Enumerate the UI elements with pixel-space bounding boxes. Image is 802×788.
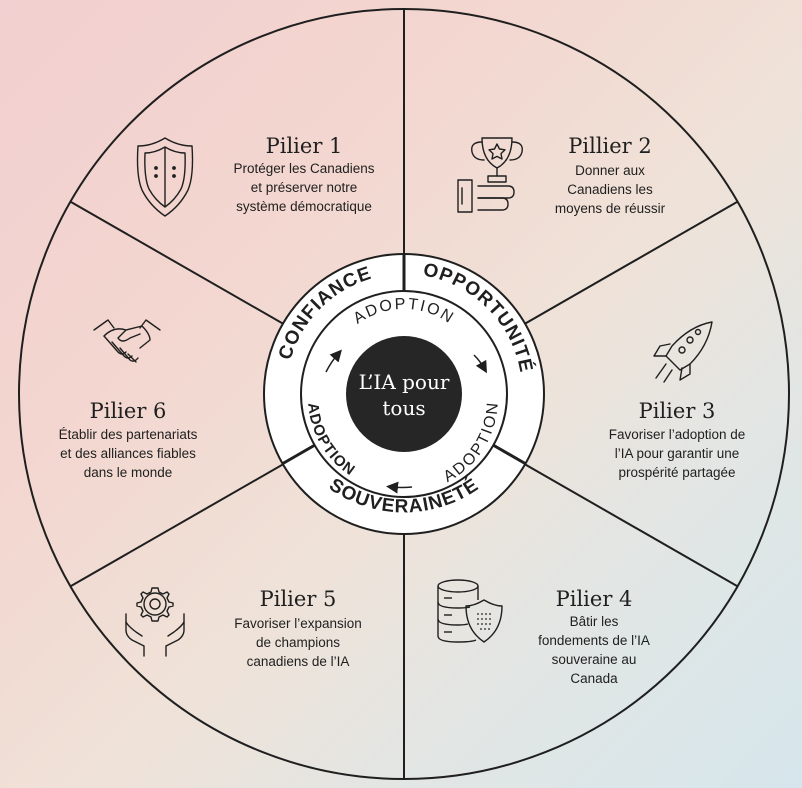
center-title-line1: L’IA pour [359, 370, 450, 394]
pillar-1-line-2: et préserver notre [251, 180, 358, 195]
pillar-5-title: Pilier 5 [260, 587, 337, 611]
pillar-5-line-2: de champions [256, 635, 340, 650]
pillar-4: Pilier 4 Bâtir les fondements de l’IA so… [437, 579, 650, 686]
pillar-4-line-2: fondements de l’IA [538, 633, 650, 648]
pillar-1-title: Pilier 1 [266, 134, 343, 158]
pillar-1-line-1: Protéger les Canadiens [233, 161, 374, 176]
spoke-upper-right [506, 201, 738, 335]
trophy-hand-icon [457, 137, 523, 213]
pillar-3-line-2: l’IA pour garantir une [615, 446, 740, 461]
pillar-6-line-3: dans le monde [84, 465, 173, 480]
pillar-2-line-2: Canadiens les [567, 182, 653, 197]
arrow-top-right [473, 354, 487, 374]
pillar-6-line-2: et des alliances fiables [60, 446, 196, 461]
pillar-5: Pilier 5 Favoriser l’expansion de champi… [125, 587, 362, 669]
pillar-2-line-1: Donner aux [575, 163, 645, 178]
cycle-arrows [325, 349, 487, 494]
ring-dividers [281, 254, 527, 466]
pillar-4-title: Pilier 4 [556, 587, 633, 611]
pillar-2-title: Pillier 2 [568, 134, 652, 158]
gear-hands-icon [125, 587, 185, 657]
pillar-1: Pilier 1 Protéger les Canadiens et prése… [136, 134, 375, 217]
pillar-6: Pilier 6 Établir des partenariats et des… [59, 319, 198, 480]
arrow-left [325, 349, 342, 373]
pillar-3-line-3: prospérité partagée [618, 465, 735, 480]
pillar-3-title: Pilier 3 [639, 399, 716, 423]
pillar-1-line-3: système démocratique [236, 199, 372, 214]
rocket-icon [653, 321, 713, 383]
pillar-5-line-3: canadiens de l’IA [247, 654, 350, 669]
pillar-2-line-3: moyens de réussir [555, 201, 666, 216]
center-circle [346, 336, 462, 452]
spoke-lower-right [506, 453, 738, 587]
database-shield-icon [437, 579, 503, 643]
pillar-6-title: Pilier 6 [90, 399, 167, 423]
pillar-2: Pillier 2 Donner aux Canadiens les moyen… [457, 134, 666, 216]
pillar-3-line-1: Favoriser l’adoption de [609, 427, 746, 442]
pillar-4-line-4: Canada [570, 671, 618, 686]
center-title-line2: tous [382, 396, 425, 420]
pillar-4-line-3: souveraine au [552, 652, 637, 667]
spokes [70, 9, 738, 779]
pillar-3: Pilier 3 Favoriser l’adoption de l’IA po… [609, 321, 746, 480]
pillar-4-line-1: Bâtir les [570, 614, 619, 629]
arrow-bottom [386, 481, 413, 494]
spoke-upper-left [70, 201, 302, 335]
shield-icon [136, 137, 194, 217]
pillar-5-line-1: Favoriser l’expansion [234, 616, 362, 631]
spoke-lower-left [70, 453, 302, 587]
pillar-6-line-1: Établir des partenariats [59, 427, 198, 442]
handshake-icon [93, 319, 161, 363]
